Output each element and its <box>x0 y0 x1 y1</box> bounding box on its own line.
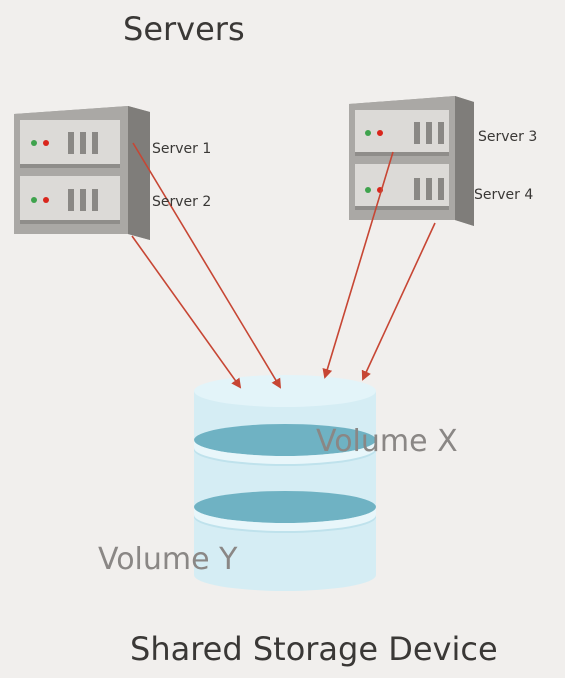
volume-y-label: Volume Y <box>98 542 238 577</box>
led-red-icon <box>43 140 49 146</box>
server-unit-1 <box>20 120 120 168</box>
server-rack-left-icon <box>14 106 150 240</box>
arrow-server2-to-storage <box>131 235 242 389</box>
server-unit-3 <box>355 110 449 156</box>
server-unit-4 <box>355 164 449 210</box>
led-green-icon <box>365 187 371 193</box>
server-rack-right-icon <box>349 96 474 226</box>
server-1-label: Server 1 <box>152 141 212 157</box>
server-unit-2 <box>20 176 120 224</box>
volume-band-x <box>194 424 376 466</box>
arrow-server3-to-storage <box>322 151 394 379</box>
led-red-icon <box>377 130 383 136</box>
connection-arrows <box>131 142 436 389</box>
servers-title: Servers <box>123 10 245 48</box>
led-green-icon <box>31 197 37 203</box>
volume-band-y <box>194 491 376 533</box>
arrow-server4-to-storage <box>361 222 436 381</box>
server-3-label: Server 3 <box>478 129 538 145</box>
led-green-icon <box>31 140 37 146</box>
server-4-label: Server 4 <box>474 187 534 203</box>
server-2-label: Server 2 <box>152 194 212 210</box>
shared-storage-title: Shared Storage Device <box>130 630 498 668</box>
led-red-icon <box>43 197 49 203</box>
volume-x-label: Volume X <box>316 424 458 459</box>
led-green-icon <box>365 130 371 136</box>
arrow-server1-to-storage <box>132 142 282 389</box>
